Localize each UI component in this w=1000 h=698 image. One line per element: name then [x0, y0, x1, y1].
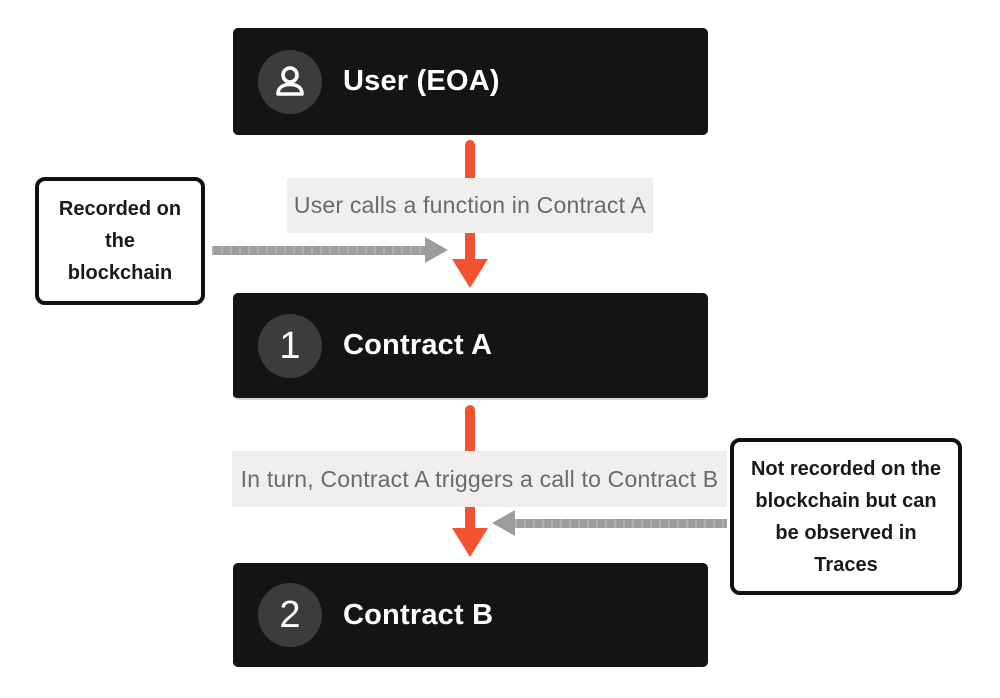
- step-badge-1: 1: [258, 313, 322, 378]
- flow-arrow-a-to-b-shaft-bottom: [465, 507, 475, 530]
- step-number: 1: [279, 324, 301, 367]
- callout-not-recorded-traces: Not recorded on the blockchain but can b…: [730, 438, 962, 595]
- edge-label-user-to-a: User calls a function in Contract A: [287, 178, 653, 233]
- node-user-eoa: User (EOA): [233, 28, 708, 135]
- annotation-arrow-left-head: [425, 237, 448, 263]
- step-badge-2: 2: [258, 583, 322, 647]
- node-contract-a: 1 Contract A: [233, 293, 708, 400]
- annotation-arrow-right-head: [492, 510, 515, 536]
- flow-arrow-a-to-b-head: [452, 528, 488, 557]
- node-user-label: User (EOA): [343, 65, 500, 97]
- flow-arrow-user-to-a-shaft-top: [465, 140, 475, 178]
- flow-arrow-user-to-a-head: [452, 259, 488, 288]
- node-contract-a-label: Contract A: [343, 329, 493, 361]
- flow-arrow-a-to-b-shaft-top: [465, 405, 475, 451]
- annotation-arrow-right-shaft: [515, 519, 727, 528]
- node-contract-b-label: Contract B: [343, 598, 494, 631]
- user-icon: [258, 49, 322, 114]
- node-contract-b: 2 Contract B: [233, 563, 708, 667]
- callout-recorded-on-chain: Recorded on the blockchain: [35, 177, 205, 305]
- edge-label-a-to-b: In turn, Contract A triggers a call to C…: [232, 451, 727, 507]
- step-number: 2: [279, 594, 301, 636]
- annotation-arrow-left-shaft: [212, 246, 425, 255]
- flow-arrow-user-to-a-shaft-bottom: [465, 233, 475, 261]
